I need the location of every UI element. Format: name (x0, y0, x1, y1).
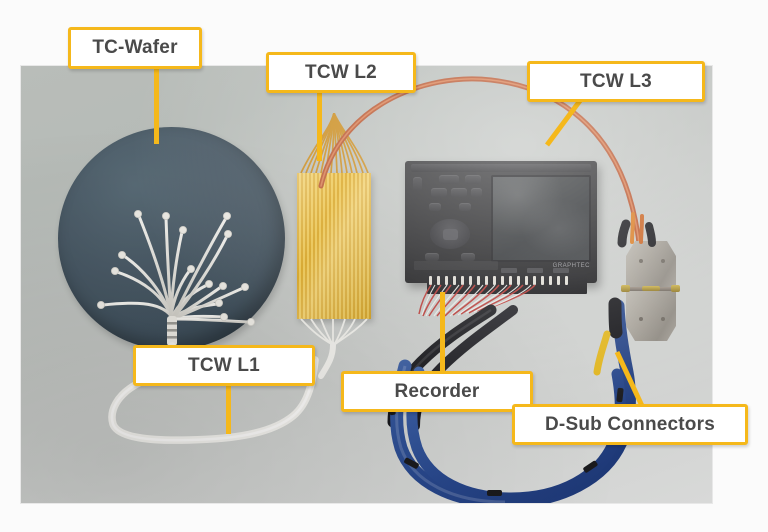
d-sub-connector-lower (626, 291, 676, 341)
callout-tcw-l1-label: TCW L1 (188, 354, 260, 376)
recorder-device: GRAPHTEC (405, 161, 597, 294)
recorder-screen (491, 175, 591, 262)
callout-recorder[interactable]: Recorder (341, 371, 533, 412)
recorder-key (425, 253, 439, 261)
recorder-key (461, 253, 475, 261)
callout-d-sub-connectors[interactable]: D-Sub Connectors (512, 404, 748, 445)
leader-tc-wafer (154, 64, 159, 144)
recorder-function-key (501, 268, 517, 273)
equipment-photograph: GRAPHTEC (21, 66, 712, 503)
recorder-key (465, 175, 481, 184)
d-sub-connectors (620, 241, 682, 342)
leader-recorder (440, 292, 445, 374)
callout-tcw-l1[interactable]: TCW L1 (133, 345, 315, 386)
recorder-key (459, 203, 471, 211)
recorder-top-bezel (411, 164, 591, 172)
thermocouple-wires (97, 209, 255, 346)
recorder-key (429, 203, 441, 211)
tcw-l2-flex-cable (297, 173, 371, 319)
leader-tcw-l1 (226, 382, 231, 434)
callout-tcw-l3[interactable]: TCW L3 (527, 61, 705, 102)
recorder-function-keys (501, 268, 575, 274)
recorder-function-key (553, 268, 569, 273)
leader-tcw-l2 (317, 88, 322, 161)
d-sub-connector-upper (626, 241, 676, 291)
callout-tc-wafer-label: TC-Wafer (92, 37, 178, 58)
wafer-cable-ferrule (167, 316, 177, 346)
d-sub-screw-hole (661, 317, 665, 321)
d-sub-screw-right (671, 285, 680, 292)
connector-top-leads (617, 212, 656, 248)
recorder-key (439, 175, 459, 184)
flex-cable-wire-bundle (300, 318, 368, 379)
recorder-nameplate (414, 261, 498, 270)
recorder-enter-key (443, 229, 458, 240)
callout-tcw-l3-label: TCW L3 (580, 70, 652, 92)
recorder-function-key (527, 268, 543, 273)
d-sub-screw-hole (639, 259, 643, 263)
callout-tcw-l2-label: TCW L2 (305, 61, 377, 83)
d-sub-screw-hole (639, 317, 643, 321)
d-sub-screw-center (642, 286, 660, 291)
recorder-keypad (413, 175, 487, 273)
recorder-key (451, 188, 467, 197)
terminal-wiring (418, 276, 568, 317)
callout-tcw-l2[interactable]: TCW L2 (266, 52, 416, 93)
callout-d-sub-connectors-label: D-Sub Connectors (545, 413, 715, 435)
recorder-brand-text: GRAPHTEC (552, 263, 590, 269)
callout-recorder-label: Recorder (394, 380, 480, 402)
d-sub-screw-left (621, 285, 630, 292)
callout-tc-wafer[interactable]: TC-Wafer (68, 27, 202, 69)
recorder-body: GRAPHTEC (405, 161, 597, 283)
recorder-key (431, 188, 447, 197)
recorder-navigation-pad (430, 219, 470, 249)
d-sub-screw-hole (661, 259, 665, 263)
recorder-key (471, 188, 482, 197)
recorder-terminal-block (427, 273, 587, 294)
recorder-key (413, 177, 422, 191)
